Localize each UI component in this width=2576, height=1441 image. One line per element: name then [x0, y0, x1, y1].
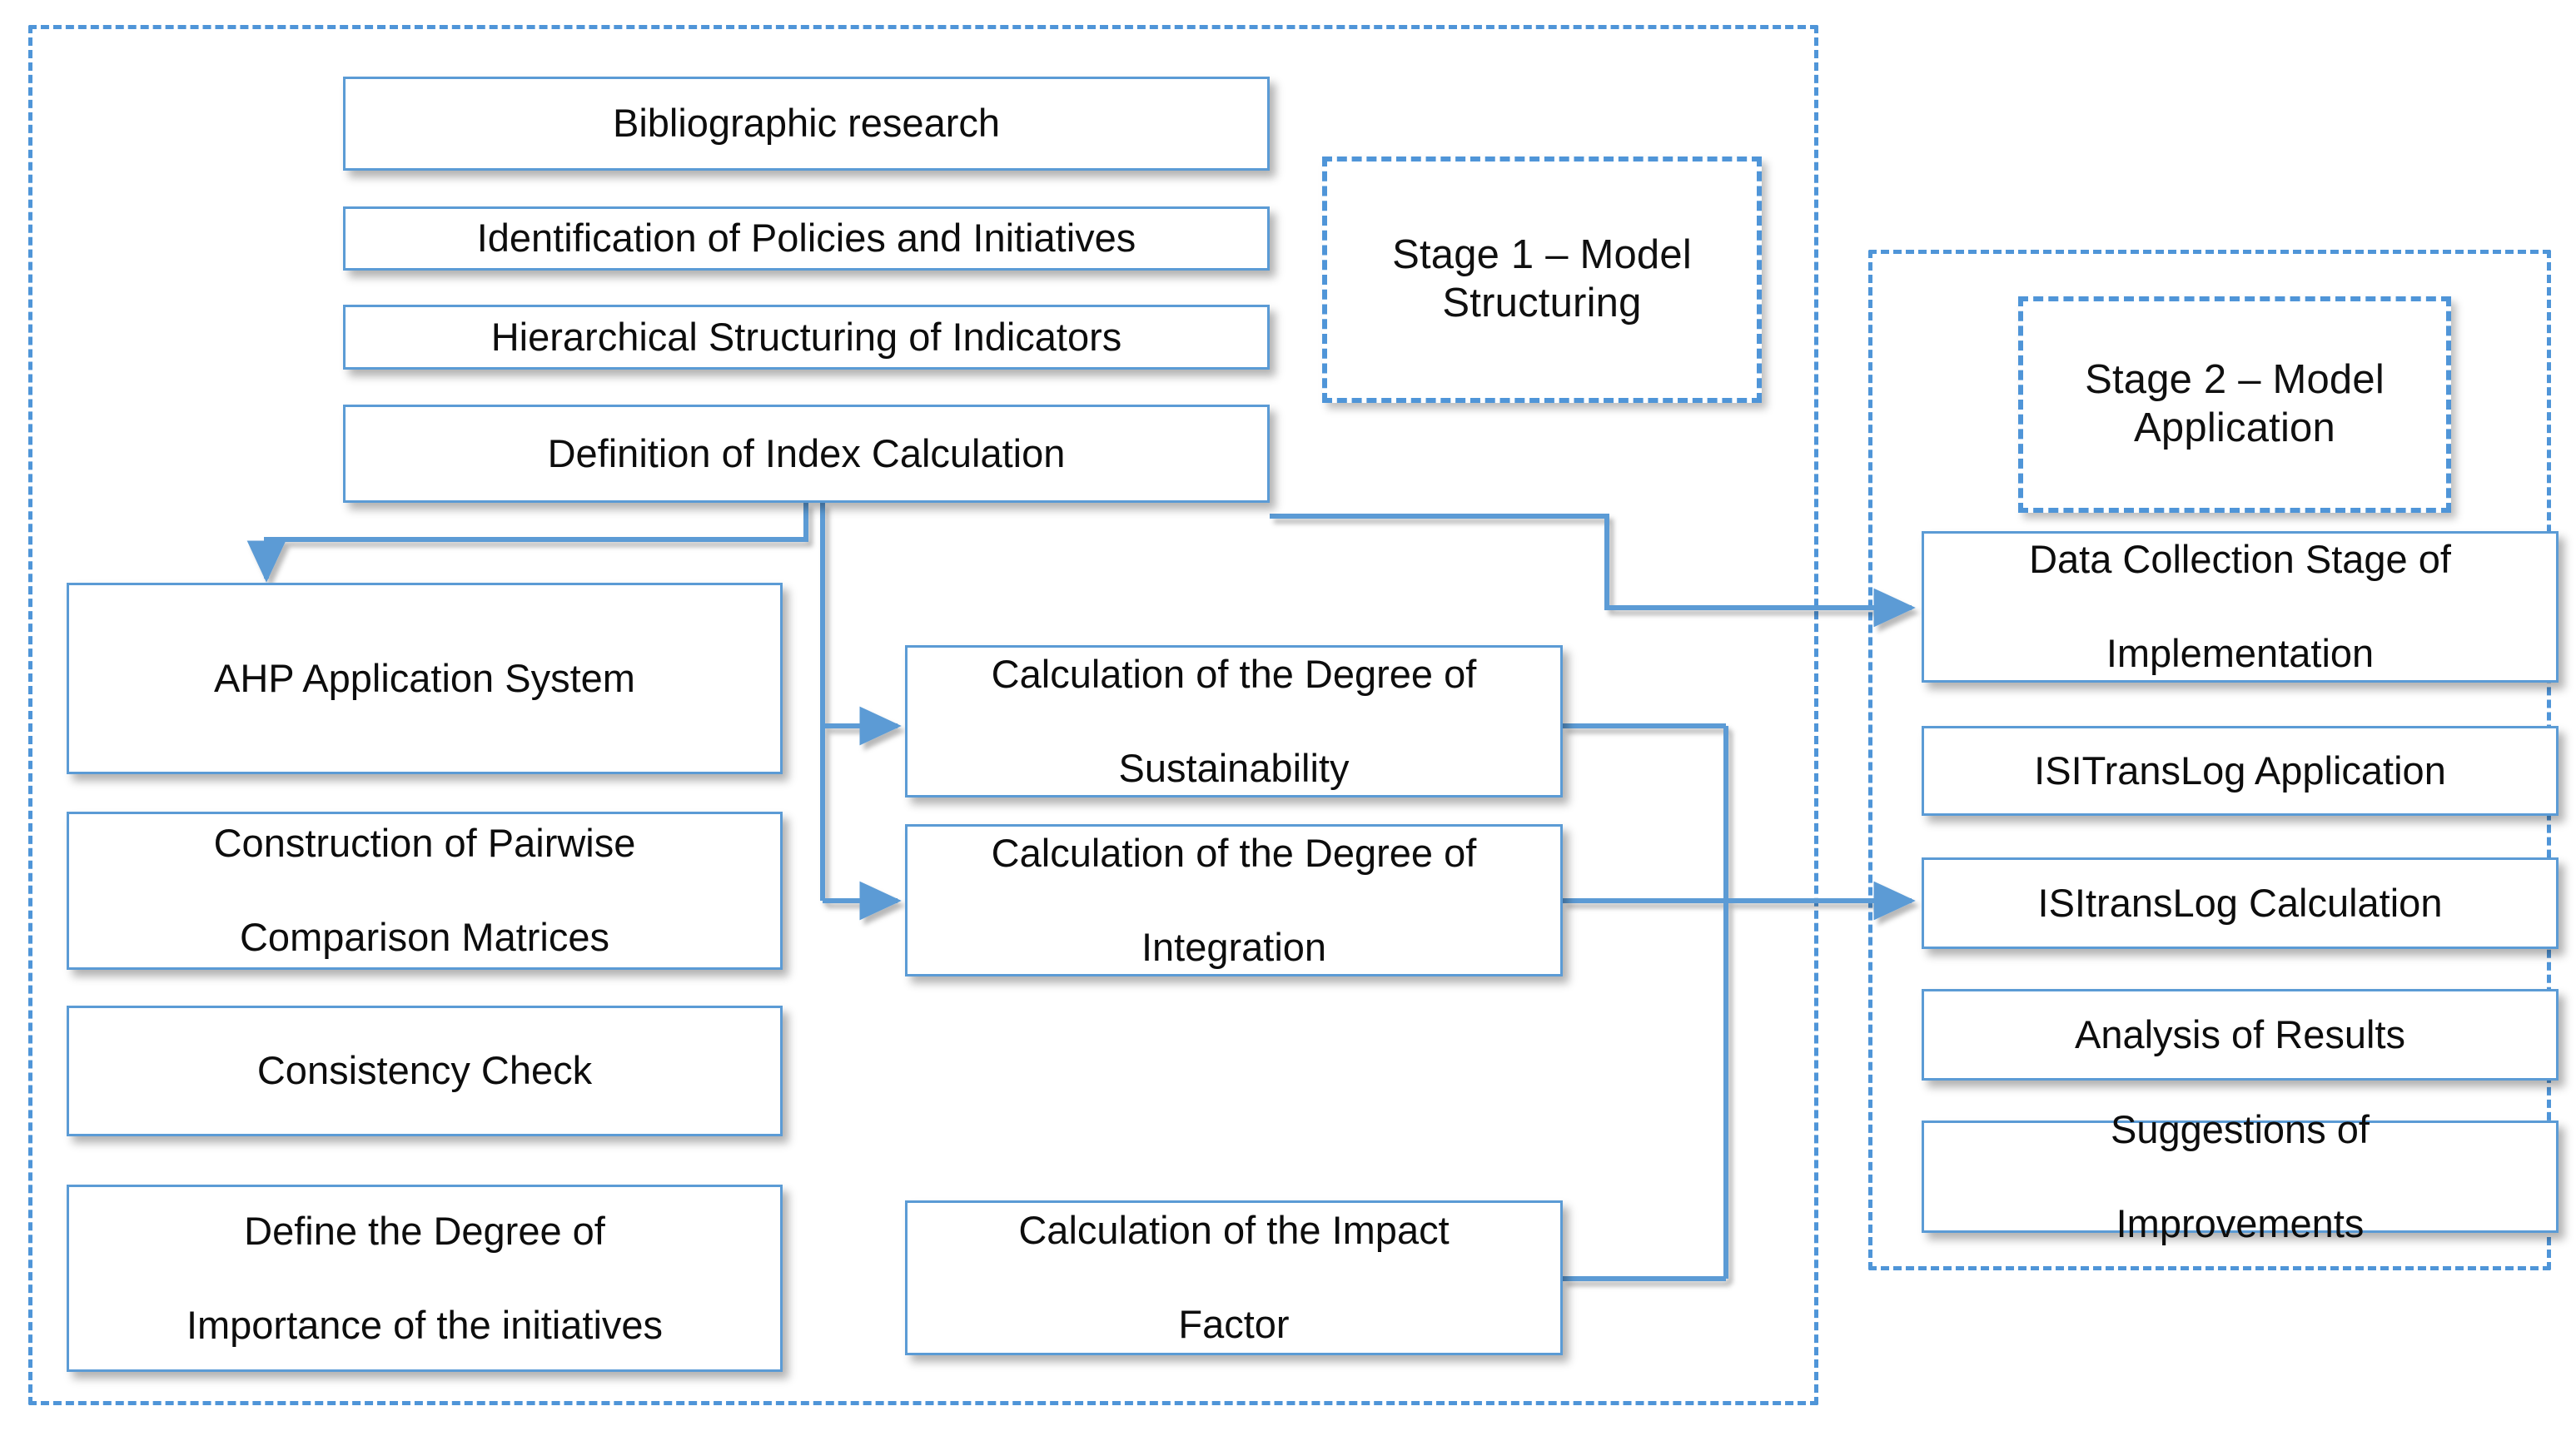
node-ahp-application-system-label: AHP Application System [214, 655, 635, 700]
node-isitranslog-application-label: ISITransLog Application [2034, 748, 2446, 793]
node-pairwise-comparison-matrices-label: Construction of Pairwise Comparison Matr… [77, 820, 772, 961]
node-definition-index-calculation[interactable]: Definition of Index Calculation [343, 405, 1270, 503]
node-degree-sustainability-line1: Calculation of the Degree of [991, 651, 1477, 696]
node-pairwise-comparison-matrices-line1: Construction of Pairwise [213, 821, 636, 866]
node-degree-sustainability[interactable]: Calculation of the Degree of Sustainabil… [905, 645, 1563, 798]
node-consistency-check[interactable]: Consistency Check [67, 1006, 783, 1136]
stage-1-label: Stage 1 – Model Structuring [1322, 157, 1762, 403]
node-suggestions-improvements-line1: Suggestions of [2111, 1106, 2370, 1151]
node-definition-index-calculation-label: Definition of Index Calculation [547, 430, 1066, 475]
node-identification-policies-label: Identification of Policies and Initiativ… [476, 216, 1136, 261]
stage-2-label: Stage 2 – Model Application [2018, 296, 2451, 513]
stage-1-container [28, 25, 1818, 1405]
node-ahp-application-system[interactable]: AHP Application System [67, 583, 783, 774]
node-bibliographic-research-label: Bibliographic research [612, 101, 1001, 146]
node-bibliographic-research[interactable]: Bibliographic research [343, 77, 1270, 171]
node-define-degree-importance-line1: Define the Degree of [244, 1208, 605, 1253]
node-hierarchical-structuring[interactable]: Hierarchical Structuring of Indicators [343, 305, 1270, 370]
node-data-collection-stage-label: Data Collection Stage of Implementation [1932, 536, 2548, 677]
node-degree-sustainability-line2: Sustainability [1118, 745, 1350, 790]
node-suggestions-improvements[interactable]: Suggestions of Improvements [1922, 1107, 2559, 1245]
node-pairwise-comparison-matrices[interactable]: Construction of Pairwise Comparison Matr… [67, 812, 783, 970]
node-degree-integration-line1: Calculation of the Degree of [991, 830, 1477, 875]
stage-2-label-line1: Stage 2 – Model [2085, 357, 2385, 403]
node-degree-integration-label: Calculation of the Degree of Integration [916, 830, 1552, 971]
node-analysis-of-results[interactable]: Analysis of Results [1922, 989, 2559, 1081]
node-isitranslog-calculation-label: ISItransLog Calculation [2037, 880, 2443, 925]
node-consistency-check-label: Consistency Check [256, 1048, 593, 1093]
node-suggestions-improvements-line2: Improvements [2116, 1200, 2365, 1245]
node-degree-integration[interactable]: Calculation of the Degree of Integration [905, 824, 1563, 976]
node-suggestions-improvements-label: Suggestions of Improvements [1932, 1106, 2548, 1247]
node-data-collection-stage-line1: Data Collection Stage of [2029, 537, 2451, 582]
stage-2-label-line2: Application [2134, 405, 2335, 450]
node-impact-factor-line2: Factor [1178, 1302, 1290, 1347]
node-define-degree-importance[interactable]: Define the Degree of Importance of the i… [67, 1185, 783, 1372]
node-impact-factor-label: Calculation of the Impact Factor [916, 1207, 1552, 1348]
node-isitranslog-calculation[interactable]: ISItransLog Calculation [1922, 857, 2559, 949]
stage-1-label-line2: Structuring [1442, 281, 1642, 325]
node-pairwise-comparison-matrices-line2: Comparison Matrices [239, 915, 610, 960]
node-degree-sustainability-label: Calculation of the Degree of Sustainabil… [916, 651, 1552, 792]
node-analysis-of-results-label: Analysis of Results [2074, 1011, 2406, 1056]
node-impact-factor-line1: Calculation of the Impact [1018, 1208, 1450, 1253]
node-isitranslog-application[interactable]: ISITransLog Application [1922, 726, 2559, 816]
node-impact-factor[interactable]: Calculation of the Impact Factor [905, 1200, 1563, 1355]
node-data-collection-stage[interactable]: Data Collection Stage of Implementation [1922, 531, 2559, 683]
node-identification-policies[interactable]: Identification of Policies and Initiativ… [343, 206, 1270, 271]
node-define-degree-importance-label: Define the Degree of Importance of the i… [77, 1208, 772, 1349]
node-data-collection-stage-line2: Implementation [2106, 631, 2375, 676]
node-hierarchical-structuring-label: Hierarchical Structuring of Indicators [490, 314, 1122, 359]
node-degree-integration-line2: Integration [1141, 924, 1327, 969]
stage-1-label-line1: Stage 1 – Model [1392, 232, 1692, 278]
node-define-degree-importance-line2: Importance of the initiatives [186, 1302, 664, 1347]
